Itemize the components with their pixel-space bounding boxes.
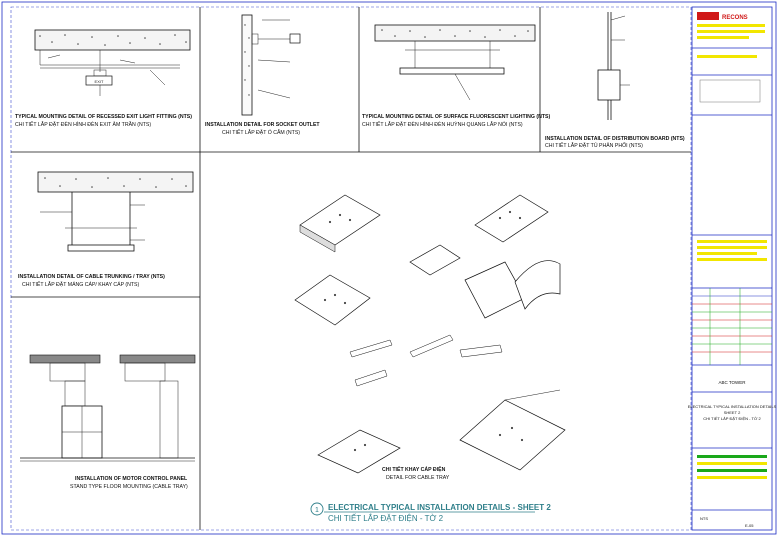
title-number: 1	[315, 507, 319, 514]
detail-cable-tray: CHI TIẾT KHAY CÁP ĐIỆN DETAIL FOR CABLE …	[294, 194, 566, 481]
drawing-border	[10, 6, 692, 531]
title-main: ELECTRICAL TYPICAL INSTALLATION DETAILS …	[328, 503, 551, 512]
scale-value: NTS	[700, 516, 708, 521]
drawing-title-1: ELECTRICAL TYPICAL INSTALLATION DETAILS	[688, 404, 777, 409]
caption-fluorescent-en: TYPICAL MOUNTING DETAIL OF SURFACE FLUOR…	[362, 114, 550, 120]
caption-motor-en: INSTALLATION OF MOTOR CONTROL PANEL	[75, 476, 188, 482]
title-sub: CHI TIẾT LẮP ĐẶT ĐIỆN - TỜ 2	[328, 513, 444, 523]
detail-motor-panel: INSTALLATION OF MOTOR CONTROL PANEL STAN…	[20, 354, 196, 490]
caption-socket-en: INSTALLATION DETAIL FOR SOCKET OUTLET	[205, 122, 320, 128]
caption-db-vi: CHI TIẾT LẮP ĐẶT TỦ PHÂN PHỐI (NTS)	[545, 141, 643, 149]
caption-socket-vi: CHI TIẾT LẮP ĐẶT Ổ CẮM (NTS)	[222, 128, 300, 136]
caption-exit-light-en: TYPICAL MOUNTING DETAIL OF RECESSED EXIT…	[15, 114, 192, 120]
detail-fluorescent: TYPICAL MOUNTING DETAIL OF SURFACE FLUOR…	[362, 24, 550, 128]
drawing-title-2: SHEET 2	[724, 410, 741, 415]
drawing-title-3: CHI TIẾT LẮP ĐẶT ĐIỆN - TỜ 2	[703, 416, 761, 421]
project-name: ABC TOWER	[718, 380, 746, 385]
caption-trunking-en: INSTALLATION DETAIL OF CABLE TRUNKING / …	[18, 274, 165, 280]
drawing-number: E-05	[745, 523, 754, 528]
detail-exit-light: EXIT TYPICAL MOUNTING DETAIL OF RECESSED…	[15, 29, 192, 128]
caption-motor-vi: STAND TYPE FLOOR MOUNTING (CABLE TRAY)	[70, 484, 188, 490]
company-name: RECONS	[722, 15, 748, 21]
caption-fluorescent-vi: CHI TIẾT LẮP ĐẶT ĐÈN HÌNH ĐÈN HUỲNH QUAN…	[362, 120, 523, 128]
detail-cable-trunking: INSTALLATION DETAIL OF CABLE TRUNKING / …	[18, 171, 194, 288]
sheet-title: 1 ELECTRICAL TYPICAL INSTALLATION DETAIL…	[310, 502, 551, 523]
caption-tray-en: DETAIL FOR CABLE TRAY	[386, 475, 450, 481]
title-block: RECONS ABC TOWER ELECTRICAL TYPICAL INST…	[688, 6, 777, 531]
caption-db-en: INSTALLATION DETAIL OF DISTRIBUTION BOAR…	[545, 136, 685, 142]
detail-socket-outlet: INSTALLATION DETAIL FOR SOCKET OUTLET CH…	[205, 14, 320, 136]
caption-exit-light-vi: CHI TIẾT LẮP ĐẶT ĐÈN HÌNH ĐÈN EXIT ÂM TR…	[15, 120, 151, 128]
caption-trunking-vi: CHI TIẾT LẮP ĐẶT MÁNG CÁP/ KHAY CÁP (NTS…	[22, 280, 139, 288]
exit-sign-text: EXIT	[95, 79, 104, 84]
caption-tray-vi: CHI TIẾT KHAY CÁP ĐIỆN	[382, 465, 446, 473]
detail-distribution-board: INSTALLATION DETAIL OF DISTRIBUTION BOAR…	[545, 12, 685, 149]
